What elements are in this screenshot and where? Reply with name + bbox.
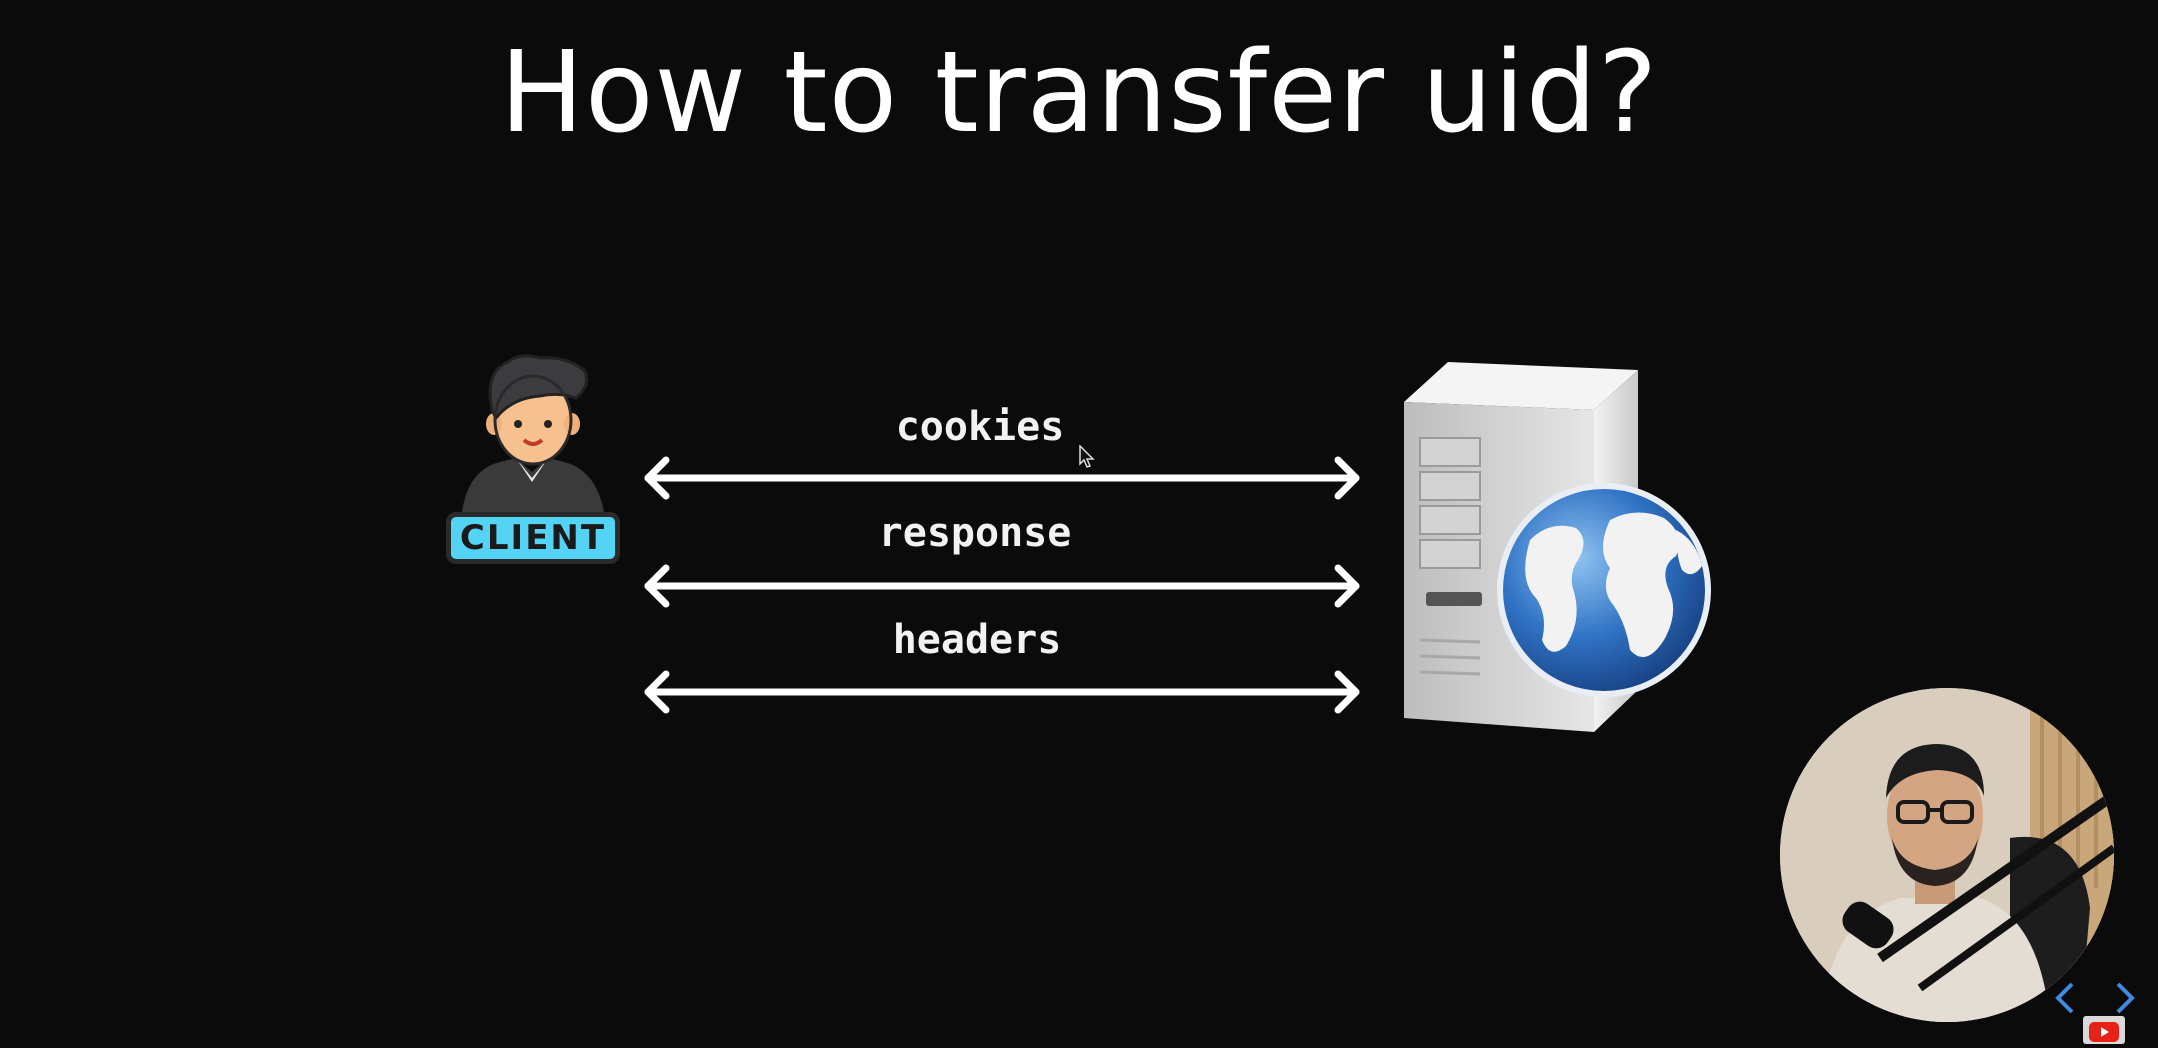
presenter-webcam — [1780, 688, 2114, 1022]
client-label: CLIENT — [446, 512, 620, 564]
client-hair — [488, 354, 589, 421]
edge-label-headers: headers — [892, 617, 1062, 663]
edge-label-response: response — [878, 510, 1072, 556]
client-person-icon — [462, 354, 604, 512]
presenter-figure — [1780, 688, 2114, 1022]
mouse-cursor-icon — [1079, 445, 1095, 468]
chevron-right-icon — [2116, 982, 2135, 1014]
globe-continent-asia — [1676, 530, 1702, 575]
server-drive-bays — [1419, 437, 1481, 569]
server-globe-icon — [1404, 362, 1711, 732]
globe-continent-europe-africa — [1603, 512, 1680, 658]
server-slot — [1426, 592, 1482, 606]
client-mouth — [522, 438, 544, 446]
nav-arrows[interactable] — [2050, 978, 2140, 1018]
server-vents — [1419, 638, 1481, 676]
client-eye-right — [544, 420, 552, 428]
chevron-left-icon — [2055, 982, 2074, 1014]
slide-title: How to transfer uid? — [499, 28, 1659, 158]
arrow-cookies — [644, 456, 1360, 500]
edge-label-cookies: cookies — [895, 404, 1065, 450]
client-body — [462, 458, 604, 512]
server-top — [1404, 362, 1638, 410]
client-eye-left — [514, 420, 522, 428]
arrow-headers — [644, 670, 1360, 714]
globe — [1497, 483, 1711, 697]
arrow-response — [644, 564, 1360, 608]
youtube-icon — [2083, 1016, 2125, 1044]
globe-continent-americas — [1525, 525, 1584, 652]
